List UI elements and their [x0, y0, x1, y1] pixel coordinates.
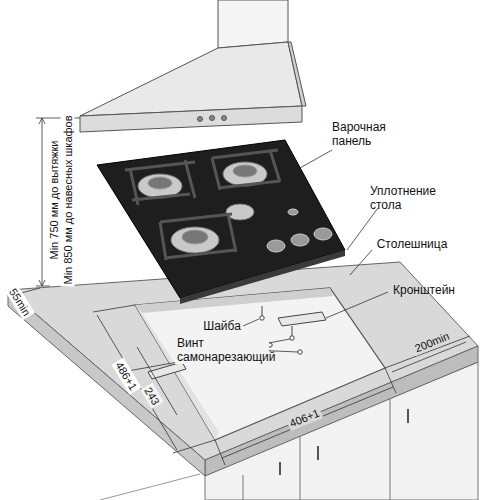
- bracket: [148, 306, 326, 379]
- cooker-hood: [80, 0, 306, 132]
- dimension-lines: [10, 118, 470, 465]
- part-label: Min 750 мм до вытяжки: [47, 138, 61, 261]
- part-label: Столешница: [377, 237, 448, 251]
- part-label: Шайба: [201, 319, 243, 333]
- part-label: Винт самонарезающий: [175, 336, 269, 364]
- leader-lines: [243, 150, 388, 352]
- part-label: Кронштейн: [393, 283, 455, 297]
- part-label: Уплотнение стола: [370, 184, 450, 212]
- countertop: [8, 262, 478, 476]
- part-label: Min 850 мм до навесных шкафов: [61, 113, 75, 286]
- gas-hob: [97, 140, 345, 304]
- part-label: Варочная панель: [332, 120, 412, 148]
